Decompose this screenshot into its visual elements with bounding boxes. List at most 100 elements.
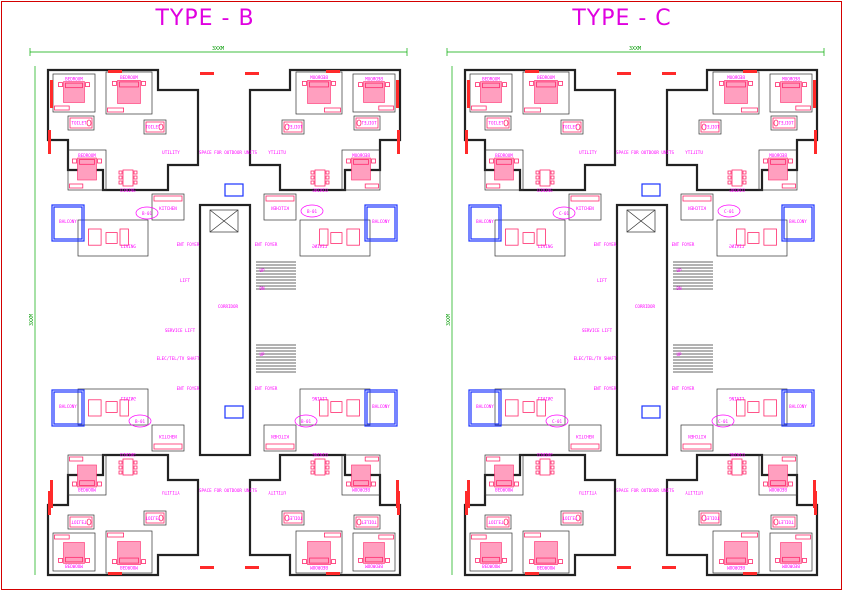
chair	[550, 470, 555, 475]
bed	[724, 541, 748, 565]
wardrobe	[471, 105, 487, 111]
room-label: TOILET	[71, 520, 87, 525]
lift-shaft	[626, 209, 656, 233]
unit-tag-oval	[128, 414, 152, 428]
chair	[118, 470, 123, 475]
toilet-room	[353, 514, 381, 530]
dining-table	[539, 458, 551, 476]
counter	[153, 443, 183, 450]
side-table	[775, 557, 780, 563]
wc-icon	[503, 518, 509, 526]
balcony	[468, 204, 502, 242]
armchair	[119, 228, 129, 246]
plan-title: TYPE - C	[571, 6, 671, 31]
wc-icon	[773, 119, 779, 127]
wardrobe	[781, 456, 796, 462]
wc-icon	[503, 119, 509, 127]
unit-tag-oval	[552, 206, 576, 220]
living-room	[494, 388, 566, 426]
toilet-room	[353, 115, 381, 131]
armchair	[736, 228, 746, 246]
wc-icon	[86, 119, 92, 127]
side-table	[788, 158, 793, 164]
bed	[480, 81, 502, 103]
chair	[325, 175, 330, 180]
glazed-panel	[641, 405, 661, 419]
toilet-room	[281, 119, 305, 135]
toilet-room	[67, 115, 95, 131]
room-label: BALCONY	[476, 404, 494, 409]
room-label: BEDROOM	[310, 75, 328, 80]
side-table	[502, 557, 507, 563]
width-dimension-text: 3XXM	[629, 46, 641, 52]
armchair	[536, 399, 546, 417]
living-room	[299, 388, 371, 426]
dining-table	[731, 458, 743, 476]
room-label: LIFT	[597, 278, 608, 283]
unit-walls	[46, 68, 200, 192]
chair	[742, 175, 747, 180]
room-label: BALCONY	[59, 219, 77, 224]
chair	[727, 470, 732, 475]
balcony-rail	[366, 391, 396, 425]
room-label: BEDROOM	[495, 153, 513, 158]
pillow	[79, 480, 95, 486]
wet-area	[355, 117, 379, 129]
chair	[325, 460, 330, 465]
bedroom-room	[67, 149, 107, 191]
wc-icon	[284, 514, 290, 522]
pillow	[482, 82, 500, 89]
room-label: BEDROOM	[65, 563, 83, 568]
bed	[117, 80, 141, 104]
lift-shaft	[209, 209, 239, 233]
bed	[307, 80, 331, 104]
room-label: TOILET	[778, 121, 794, 126]
wardrobe	[364, 183, 379, 189]
stair-label: UP	[259, 268, 265, 273]
chair	[550, 175, 555, 180]
side-table	[385, 557, 390, 563]
room-label: LIVING	[729, 244, 745, 249]
living-room	[77, 388, 149, 426]
room-label: ENT FOYER	[177, 242, 200, 247]
pillow	[496, 480, 512, 486]
armchair	[736, 399, 746, 417]
plan-title: TYPE - B	[154, 6, 254, 31]
room-label: TOILET	[361, 520, 377, 525]
balcony-rail	[470, 391, 500, 425]
room-label: UTILITY	[579, 150, 597, 155]
chair	[742, 470, 747, 475]
balcony	[51, 204, 85, 242]
sofa	[505, 399, 519, 417]
room-label: BEDROOM	[482, 77, 500, 82]
bedroom-room	[758, 454, 798, 496]
side-table	[385, 82, 390, 88]
side-table	[371, 158, 376, 164]
side-table	[72, 481, 77, 487]
height-dimension-text: 3XXM	[446, 314, 452, 326]
wardrobe	[107, 107, 125, 113]
apartment-unit: BEDROOMBEDROOMTOILETTOILETBEDROOMDININGU…	[248, 388, 402, 577]
chair	[550, 170, 555, 175]
room-label: DINING	[537, 188, 553, 193]
counter	[682, 443, 712, 450]
bed	[63, 542, 85, 564]
room-label: SPACE FOR OUTDOOR UNITS	[616, 488, 674, 493]
side-table	[331, 559, 336, 565]
toilet-room	[143, 119, 167, 135]
bed	[494, 464, 514, 488]
unit-walls	[665, 68, 819, 192]
wardrobe	[740, 107, 758, 113]
width-dimension-text: 3XXM	[212, 46, 224, 52]
pillow	[119, 557, 139, 564]
bedroom-room	[712, 71, 760, 115]
bed	[307, 541, 331, 565]
room-label: SERVICE LIFT	[582, 328, 613, 333]
wardrobe	[524, 107, 542, 113]
wardrobe	[795, 105, 811, 111]
room-label: UTILITY	[579, 490, 597, 495]
room-label: SPACE FOR OUTDOOR UNITS	[199, 488, 257, 493]
apartment-unit: BEDROOMBEDROOMTOILETTOILETBEDROOMDININGU…	[248, 68, 402, 257]
central-core	[615, 203, 669, 457]
